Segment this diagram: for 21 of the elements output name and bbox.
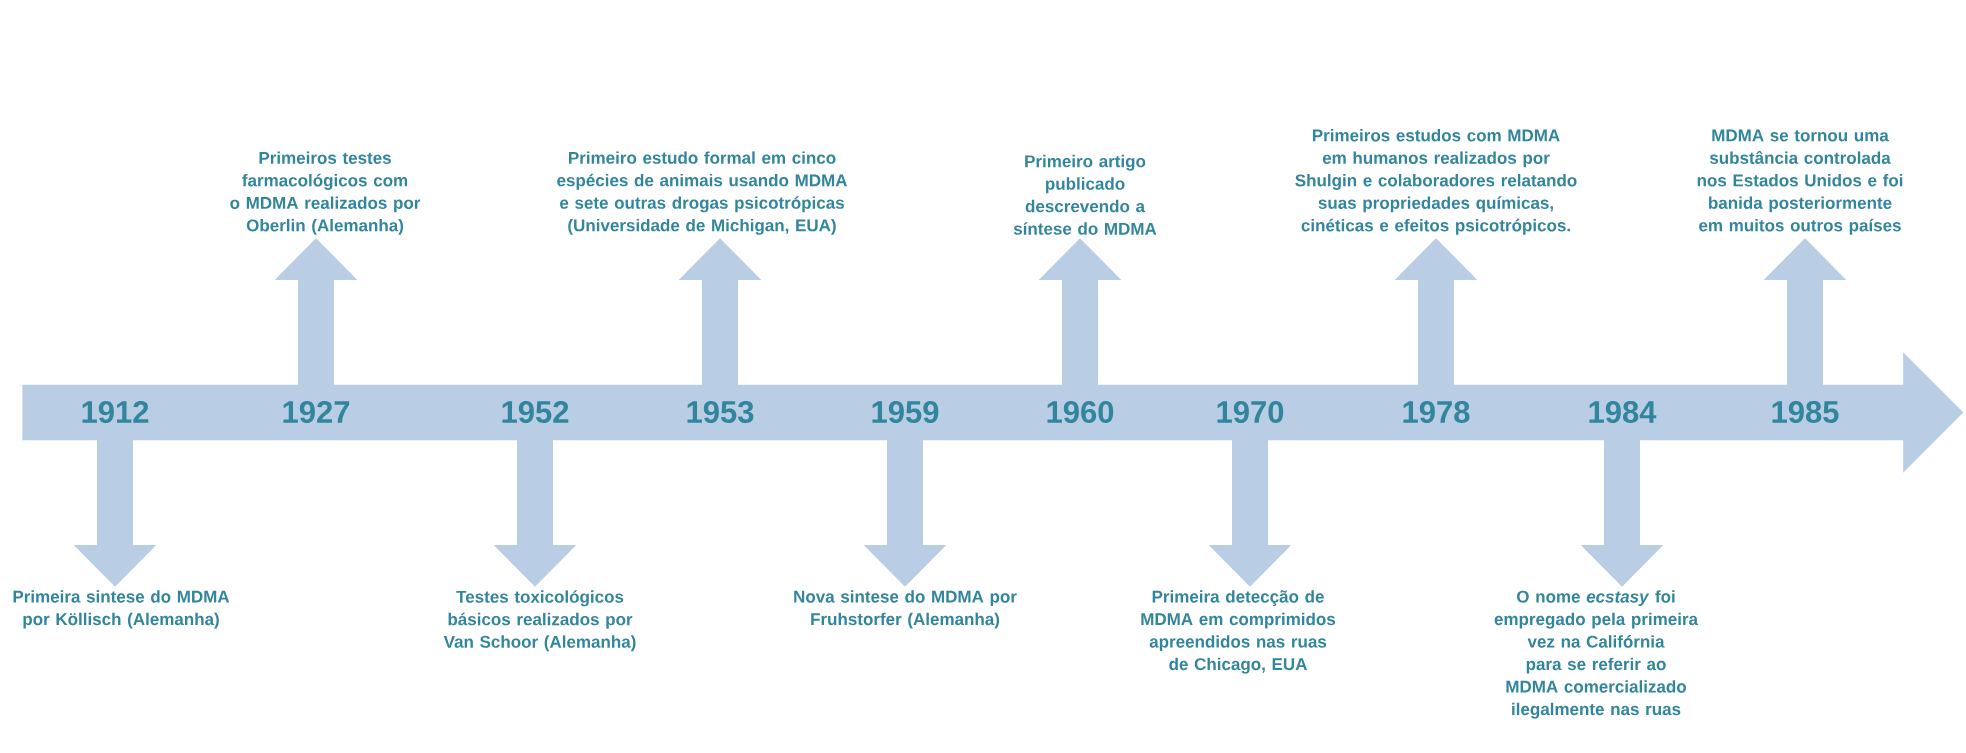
year-label: 1953 (687, 401, 754, 423)
event-text: Primeira detecção de MDMA em comprimidos apreendidos nas ruas de Chicago, EUA (1141, 590, 1336, 674)
year-label: 1912 (82, 401, 149, 423)
event-text: Primeiros testes farmacológicos com o MDMA realizados por Oberlin (Alemanha) (230, 151, 421, 235)
event-text: Primeira sintese do MDMA por Köllisch (Alemanha) (13, 590, 230, 629)
event-text: Nova sintese do MDMA por Fruhstorfer (Alemanha) (794, 590, 1017, 629)
year-label: 1927 (283, 401, 350, 423)
year-label: 1984 (1589, 401, 1657, 423)
year-label: 1970 (1217, 401, 1284, 423)
year-label: 1985 (1772, 401, 1839, 423)
event-text: Testes toxicológicos básicos realizados por Van Schoor (Alemanha) (443, 590, 636, 652)
year-label: 1959 (872, 401, 939, 423)
event-text: MDMA se tornou uma substância controlada nos Estados Unidos e foi banida posteriormente em muitos outros países (1697, 129, 1903, 235)
year-label: 1978 (1403, 401, 1470, 423)
year-label: 1960 (1047, 401, 1114, 423)
event-text: Primeiro artigo publicado descrevendo a síntese do MDMA (1013, 154, 1157, 235)
event-text: Primeiros estudos com MDMA em humanos realizados por Shulgin e colaboradores relatando suas propriedades químicas, cinéticas e efeitos psicotrópicos. (1295, 128, 1577, 235)
timeline-arrow (22, 352, 1964, 473)
event-text: Primeiro estudo formal em cinco espécies de animais usando MDMA e sete outras drogas psicotrópicas (Universidade de Michigan, EUA) (557, 151, 848, 235)
event-text: O nome ecstasy foi empregado pela primeira vez na Califórnia para se referir ao MDMA comercializado ilegalmente nas ruas (1494, 590, 1699, 719)
year-label: 1952 (502, 401, 569, 423)
